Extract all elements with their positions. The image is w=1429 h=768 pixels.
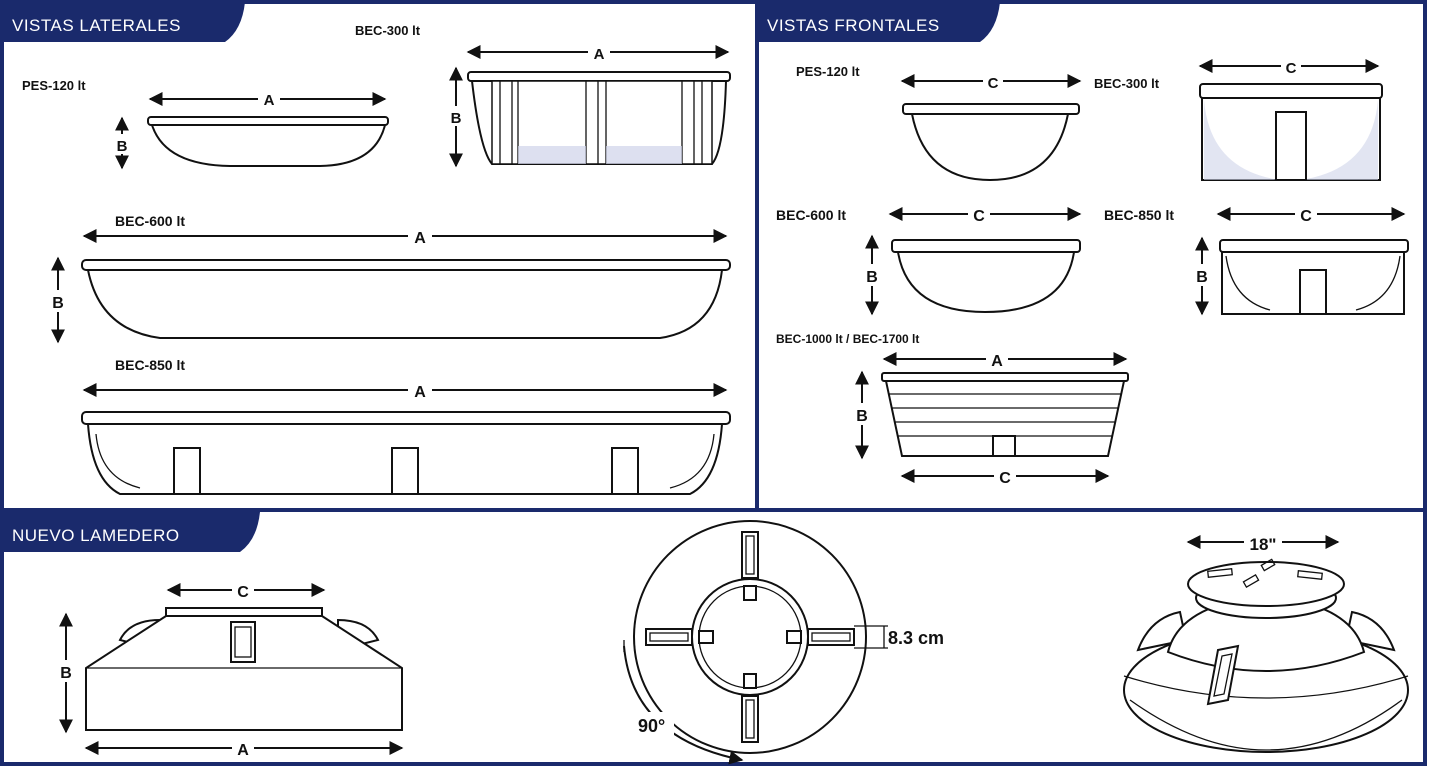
lateral-bec300-dim-a: A xyxy=(594,46,605,63)
frontal-bec850-dim-b: B xyxy=(1196,269,1208,286)
frontal-bec1000-name: BEC-1000 lt / BEC-1700 lt xyxy=(776,332,919,346)
frontal-bec1000-dim-b: B xyxy=(856,408,868,425)
frontal-bec850-name: BEC-850 lt xyxy=(1104,207,1174,223)
lamedero-top-slot-width: 8.3 cm xyxy=(888,628,944,648)
lateral-pes120-name: PES-120 lt xyxy=(22,78,86,93)
lateral-bec300-dim-b: B xyxy=(451,110,462,127)
lateral-bec850: BEC-850 lt A xyxy=(81,357,731,495)
frontal-bec600-dim-c: C xyxy=(973,208,985,225)
frontal-bec600-name: BEC-600 lt xyxy=(776,207,846,223)
header-nuevo-lamedero: NUEVO LAMEDERO xyxy=(2,512,260,552)
frontal-bec1000: BEC-1000 lt / BEC-1700 lt A B C xyxy=(776,332,1129,487)
header-vistas-laterales-text: VISTAS LATERALES xyxy=(12,16,181,35)
frontal-bec1000-dim-a: A xyxy=(991,353,1003,370)
lateral-bec600-dim-a: A xyxy=(414,230,426,247)
frontal-bec300-dim-c: C xyxy=(1286,60,1297,77)
frontal-bec1000-dim-c: C xyxy=(999,470,1011,487)
header-vistas-frontales-text: VISTAS FRONTALES xyxy=(767,16,940,35)
lateral-pes120: PES-120 lt A B xyxy=(22,78,389,170)
lamedero-side-dim-b: B xyxy=(60,665,72,682)
lamedero-perspective-diameter: 18" xyxy=(1250,535,1277,554)
lateral-bec600-name: BEC-600 lt xyxy=(115,213,185,229)
frontal-bec850: BEC-850 lt C B xyxy=(1104,203,1409,316)
lamedero-side-dim-a: A xyxy=(237,742,249,759)
frontal-pes120-name: PES-120 lt xyxy=(796,64,860,79)
header-vistas-laterales: VISTAS LATERALES xyxy=(2,2,245,42)
lamedero-top-view: 8.3 cm 90° xyxy=(623,520,944,765)
frontal-bec600-dim-b: B xyxy=(866,269,878,286)
lamedero-top-angle: 90° xyxy=(638,716,665,736)
frontal-pes120-dim-c: C xyxy=(988,75,999,92)
header-nuevo-lamedero-text: NUEVO LAMEDERO xyxy=(12,526,180,545)
lateral-bec300: BEC-300 lt A B xyxy=(355,23,731,168)
lateral-bec850-dim-a: A xyxy=(414,384,426,401)
lateral-bec600-dim-b: B xyxy=(52,295,64,312)
lamedero-side-view: C B A xyxy=(56,579,404,759)
frontal-bec300-name: BEC-300 lt xyxy=(1094,76,1160,91)
frontal-bec600: BEC-600 lt C B xyxy=(776,203,1082,316)
frontal-pes120: PES-120 lt C xyxy=(796,64,1082,182)
lamedero-side-dim-c: C xyxy=(237,584,249,601)
header-vistas-frontales: VISTAS FRONTALES xyxy=(757,2,1000,42)
lateral-bec300-name: BEC-300 lt xyxy=(355,23,421,38)
lateral-bec850-name: BEC-850 lt xyxy=(115,357,185,373)
lateral-bec600: BEC-600 lt A B xyxy=(48,213,731,344)
lateral-pes120-dim-a: A xyxy=(264,92,275,109)
lamedero-perspective-view: 18" xyxy=(1123,530,1409,753)
frontal-bec850-dim-c: C xyxy=(1300,208,1312,225)
frontal-bec300: BEC-300 lt C xyxy=(1094,56,1383,181)
lateral-pes120-dim-b: B xyxy=(117,138,128,155)
